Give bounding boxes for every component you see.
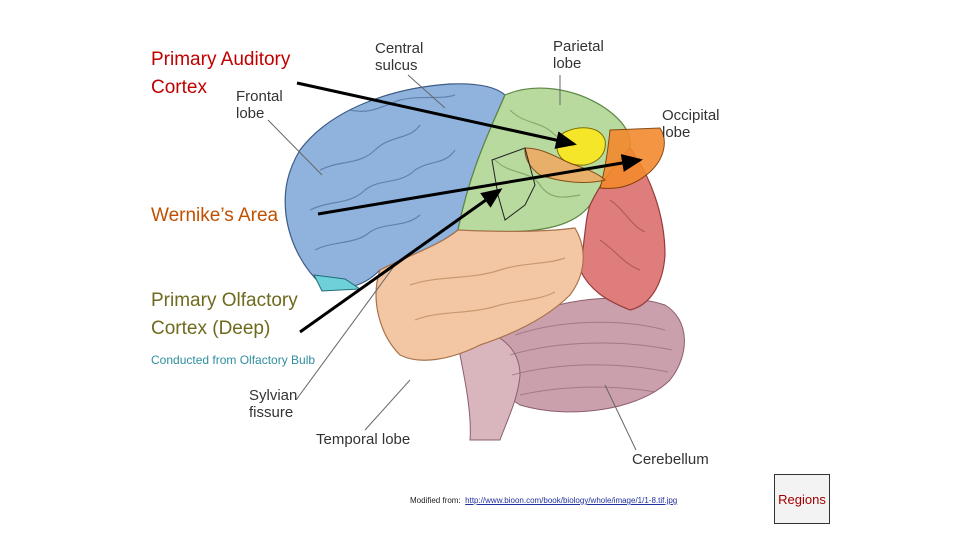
occipital-highlight	[599, 127, 665, 189]
cerebellum-folia	[509, 321, 673, 396]
auditory-cortex-label: Primary Auditory Cortex	[151, 46, 290, 102]
sylvian-fissure-line2: fissure	[249, 404, 294, 421]
auditory-highlight	[556, 127, 606, 166]
olfactory-cortex-label: Primary Olfactory Cortex (Deep)	[151, 287, 298, 343]
occipital-lobe-line1: Occipital	[662, 107, 720, 124]
temporal-lobe-label: Temporal lobe	[316, 431, 411, 448]
source-prefix: Modified from:	[410, 496, 461, 505]
frontal-lobe-label: Frontal lobe	[236, 88, 283, 122]
frontal-lobe-line2: lobe	[236, 105, 265, 122]
annotation-arrows	[296, 81, 643, 334]
wernicke-area-label: Wernike’s Area	[151, 205, 279, 226]
occipital-lobe-line2: lobe	[662, 124, 691, 141]
parietal-lobe-line2: lobe	[553, 55, 582, 72]
central-sulcus-line2: sulcus	[375, 57, 418, 74]
auditory-label-line1: Primary Auditory	[151, 49, 291, 70]
central-sulcus-label: Central sulcus	[375, 40, 423, 74]
parietal-lobe-line1: Parietal	[553, 38, 604, 55]
brainstem-region	[459, 329, 521, 441]
sylvian-fissure-label: Sylvian fissure	[249, 387, 297, 421]
temporal-gyri	[409, 257, 566, 321]
source-link[interactable]: http://www.bioon.com/book/biology/whole/…	[465, 496, 678, 505]
cerebellum-label: Cerebellum	[632, 451, 709, 468]
central-sulcus-line1: Central	[375, 40, 424, 57]
temporal-lobe-region	[375, 227, 584, 361]
occipital-lobe-label: Occipital lobe	[662, 107, 720, 141]
auditory-label-line2: Cortex	[151, 77, 207, 98]
regions-button[interactable]: Regions	[774, 474, 830, 524]
wernicke-highlight	[524, 147, 606, 183]
olfactory-label-line1: Primary Olfactory	[151, 290, 298, 311]
anatomy-leader-lines	[267, 74, 637, 451]
source-citation: Modified from: http://www.bioon.com/book…	[410, 496, 677, 505]
frontal-lobe-line1: Frontal	[236, 88, 283, 105]
olfactory-note: Conducted from Olfactory Bulb	[151, 353, 316, 367]
parietal-lobe-label: Parietal lobe	[553, 38, 604, 72]
occipital-gyri	[599, 199, 646, 271]
olfactory-label-line2: Cortex (Deep)	[151, 318, 271, 339]
sylvian-fissure-line1: Sylvian	[249, 387, 298, 404]
frontal-gyri	[309, 94, 456, 251]
